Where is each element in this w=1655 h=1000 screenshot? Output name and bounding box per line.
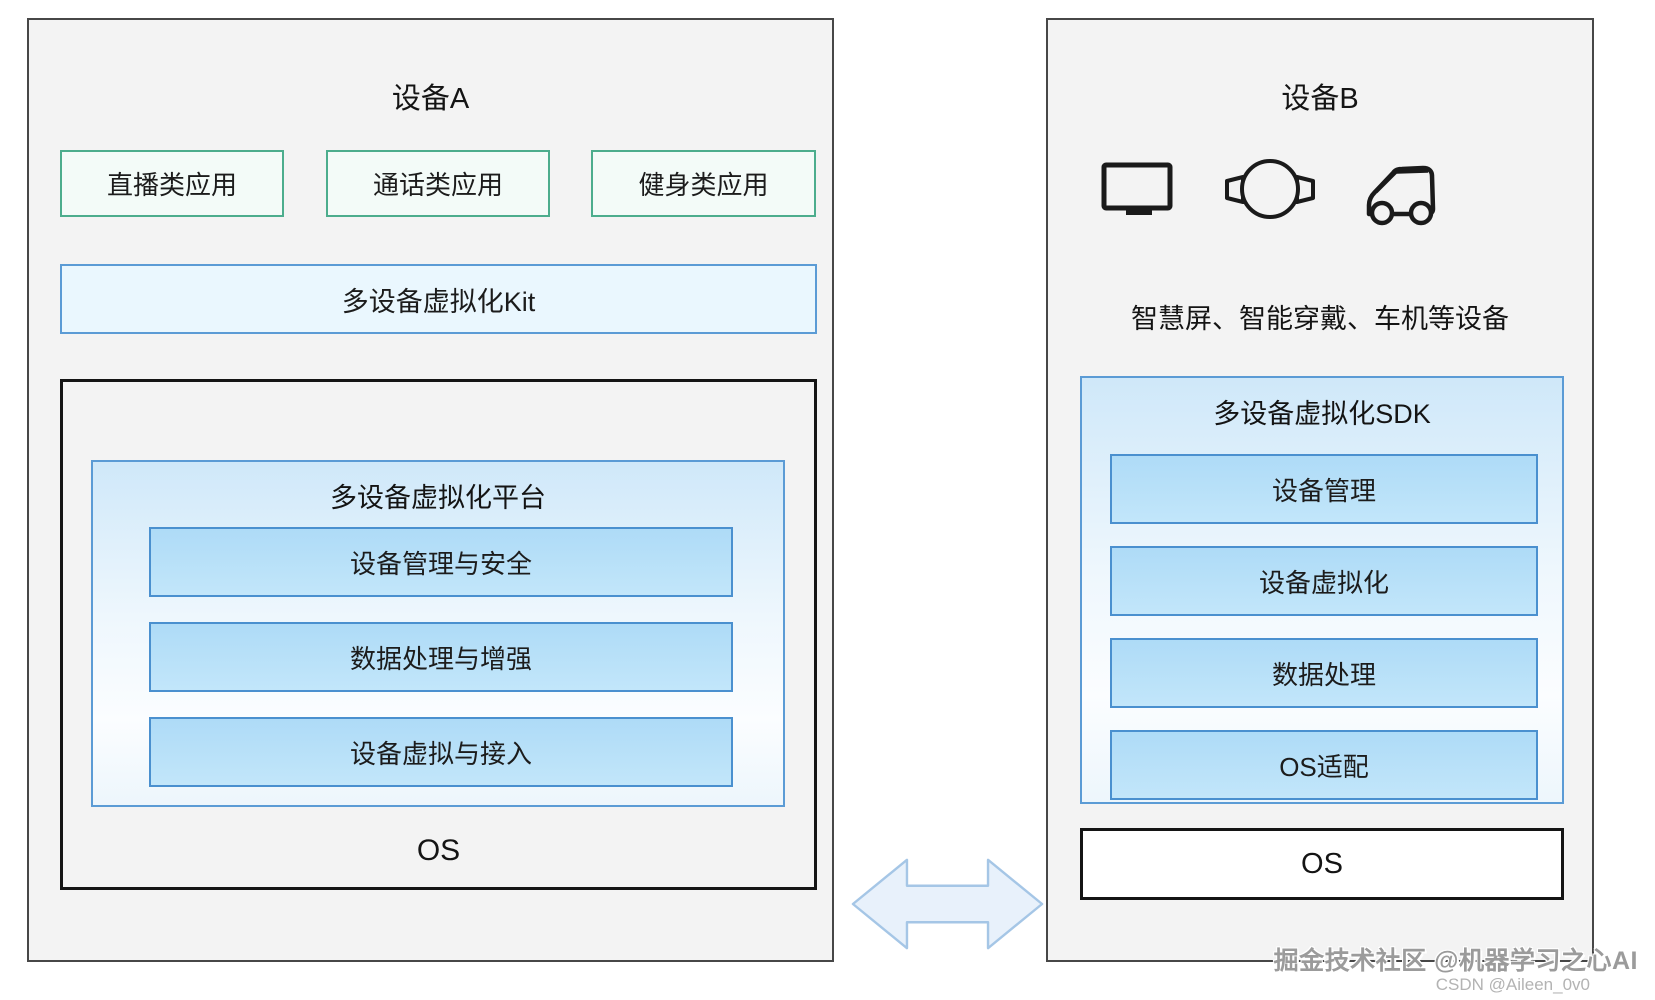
module-data-processing-enhancement: 数据处理与增强 (149, 622, 733, 692)
device-a-os-label: OS (416, 834, 461, 867)
watermark-juejin: 掘金技术社区 @机器学习之心AI (1273, 947, 1638, 975)
device-a-panel: 设备A 直播类应用 通话类应用 健身类应用 多设备虚拟化Kit 多设备虚拟化平台… (27, 18, 834, 962)
app-box-fitness: 健身类应用 (591, 150, 816, 217)
device-b-os-box: OS (1080, 828, 1564, 900)
device-a-os-container: 多设备虚拟化平台 设备管理与安全 数据处理与增强 设备虚拟与接入 OS (60, 379, 817, 890)
device-b-title: 设备B (1281, 83, 1359, 115)
virtualization-sdk-box: 多设备虚拟化SDK 设备管理 设备虚拟化 数据处理 OS适配 (1080, 376, 1564, 804)
module-device-management: 设备管理 (1110, 454, 1538, 524)
virtualization-kit-box: 多设备虚拟化Kit (60, 264, 817, 334)
app-box-livestream: 直播类应用 (60, 150, 284, 217)
car-icon (1362, 158, 1442, 231)
module-device-mgmt-security: 设备管理与安全 (149, 527, 733, 597)
device-a-title: 设备A (391, 83, 470, 115)
bidirectional-arrow-icon (851, 856, 1044, 952)
module-os-adaptation: OS适配 (1110, 730, 1538, 800)
module-device-virtualization: 设备虚拟化 (1110, 546, 1538, 616)
platform-title: 多设备虚拟化平台 (330, 483, 546, 513)
watermark-csdn: CSDN @Aileen_0v0 (1435, 975, 1590, 994)
module-device-virtualization-access: 设备虚拟与接入 (149, 717, 733, 787)
app-box-call: 通话类应用 (326, 150, 550, 217)
wearable-watch-icon (1220, 156, 1320, 227)
device-b-caption: 智慧屏、智能穿戴、车机等设备 (1131, 304, 1509, 334)
virtualization-platform-box: 多设备虚拟化平台 设备管理与安全 数据处理与增强 设备虚拟与接入 (91, 460, 785, 807)
sdk-title: 多设备虚拟化SDK (1213, 399, 1431, 429)
module-data-processing: 数据处理 (1110, 638, 1538, 708)
device-b-panel: 设备B 智慧屏、智能穿戴、车机等设备 (1046, 18, 1594, 962)
smart-screen-icon (1101, 162, 1173, 221)
